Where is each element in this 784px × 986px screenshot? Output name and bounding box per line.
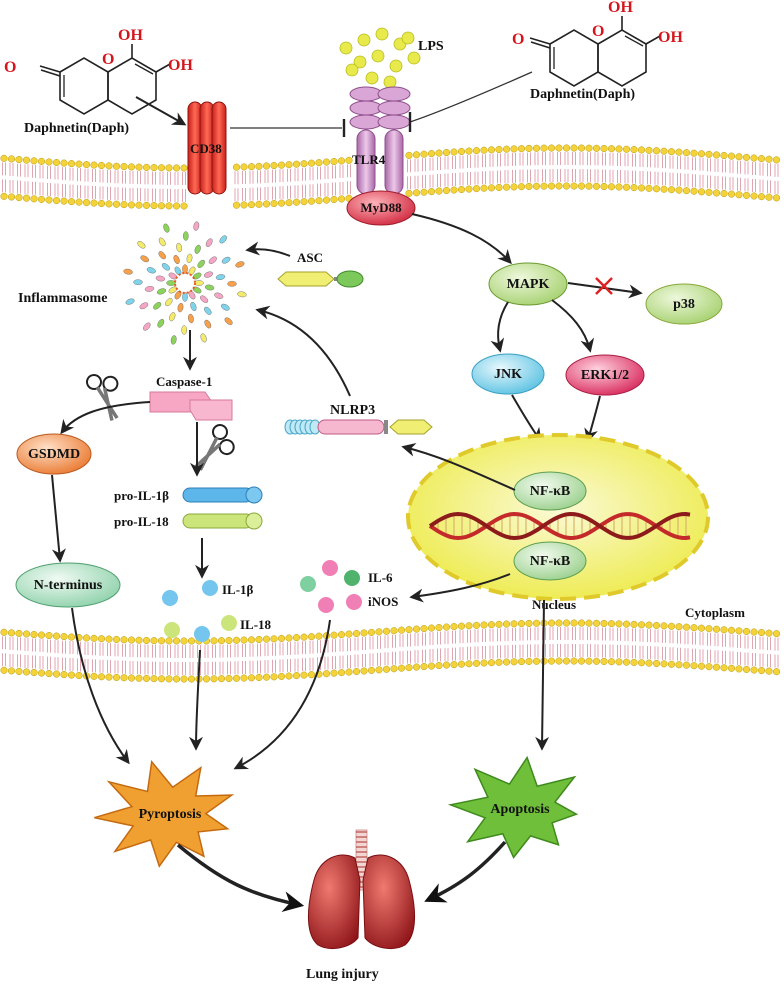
pro-il1b-head — [245, 486, 263, 504]
il18-label: IL-18 — [240, 617, 272, 632]
pro-il18-label: pro-IL-18 — [114, 514, 169, 529]
gsdmd-node — [16, 433, 92, 475]
tlr4-label: TLR4 — [352, 152, 386, 167]
myd88-node — [346, 190, 416, 226]
inhibit-x-icon — [595, 277, 613, 295]
pro-il18-head — [245, 512, 263, 530]
arrow-gsdmd-nterminus — [51, 474, 66, 563]
arrow-caspase-gsdmd — [60, 401, 151, 435]
arrow-mapk-erk — [551, 299, 595, 353]
lung-injury-label: Lung injury — [306, 967, 379, 982]
tlr4-receptor — [349, 86, 411, 195]
p38-label: p38 — [673, 297, 695, 312]
il6-label: IL-6 — [368, 570, 393, 585]
asc-label: ASC — [297, 250, 323, 265]
caspase-label: Caspase-1 — [156, 374, 212, 389]
inflammasome-label: Inflammasome — [18, 291, 107, 306]
lps-particles — [339, 27, 421, 89]
nlrp3-protein — [284, 419, 433, 435]
mapk-label: MAPK — [507, 277, 550, 292]
arrow-jnk-nucleus — [511, 394, 542, 443]
cell-membrane-bottom — [0, 619, 781, 683]
jnk-label: JNK — [494, 367, 522, 382]
nfkb-node-top — [513, 471, 587, 511]
n-terminus-label: N-terminus — [34, 578, 103, 593]
nfkb-label: NF-κB — [530, 484, 570, 499]
arrow-nucleus-apoptosis — [535, 599, 550, 751]
hydroxyl-label: OH — [118, 27, 143, 44]
mapk-node — [488, 262, 568, 306]
nlrp3-label: NLRP3 — [330, 403, 375, 418]
arrow-pyroptosis-lung — [176, 843, 305, 912]
nfkb-label: NF-κB — [530, 554, 570, 569]
cell-membrane-top — [0, 144, 781, 210]
ring-o-label: O — [102, 51, 114, 68]
dna-helix — [428, 511, 691, 541]
caspase-1-protein — [149, 391, 233, 421]
arrow-erk-nucleus — [584, 395, 601, 443]
ring-o-label: O — [592, 23, 604, 40]
asc-protein — [277, 270, 364, 288]
il6-inos-balls — [300, 560, 362, 613]
arrow-mapk-p38 — [567, 282, 643, 299]
n-terminus-node — [15, 562, 121, 608]
arrow-nfkb-nlrp3 — [401, 442, 516, 491]
lps-label: LPS — [418, 39, 444, 54]
cd38-receptor — [187, 101, 227, 195]
daphnetin-structure-right: O O OH OH Daphnetin(Daph) — [512, 0, 683, 102]
carbonyl-o-label: O — [4, 59, 16, 76]
nfkb-node-bottom — [513, 541, 587, 581]
erk-node — [565, 354, 645, 396]
il1b-label: IL-1β — [222, 582, 254, 597]
inhibition-arrows — [135, 71, 533, 137]
hydroxyl-label: OH — [658, 29, 683, 46]
arrow-il-pyroptosis — [189, 649, 204, 751]
arrow-asc-inflammasome — [245, 241, 291, 257]
pyroptosis-burst — [94, 760, 235, 868]
gsdmd-label: GSDMD — [28, 447, 80, 462]
hydroxyl-label: OH — [168, 57, 193, 74]
scissors-icon — [86, 374, 119, 421]
pro-il1b-label: pro-IL-1β — [114, 488, 169, 503]
erk-label: ERK1/2 — [581, 368, 629, 383]
cd38-label: CD38 — [190, 141, 222, 156]
arrow-apoptosis-lung — [424, 840, 507, 903]
myd88-label: MyD88 — [360, 200, 402, 215]
carbonyl-o-label: O — [512, 31, 524, 48]
arrow-mapk-jnk — [490, 301, 509, 353]
arrow-il6-pyroptosis — [233, 619, 331, 770]
arrow-nlrp3-inflammasome — [255, 305, 351, 397]
pro-il1b-bar — [182, 487, 254, 503]
inos-label: iNOS — [368, 594, 398, 609]
apoptosis-label: Apoptosis — [490, 802, 550, 817]
inflammasome-complex — [123, 221, 247, 345]
pyroptosis-label: Pyroptosis — [139, 807, 202, 822]
lung-icon — [307, 829, 416, 949]
arrow-nfkb-cytokines — [409, 573, 511, 603]
drug-name-right: Daphnetin(Daph) — [530, 87, 635, 102]
cytoplasm-label: Cytoplasm — [685, 605, 745, 620]
nucleus-label: Nucleus — [532, 597, 576, 612]
p38-node — [645, 283, 723, 325]
drug-name-left: Daphnetin(Daph) — [24, 121, 129, 136]
arrow-nterminus-pyroptosis — [71, 607, 130, 765]
jnk-node — [471, 353, 545, 395]
pro-il18-bar — [182, 513, 254, 529]
hydroxyl-label: OH — [608, 0, 633, 16]
arrow-myd88-mapk — [411, 213, 512, 265]
daphnetin-structure-left: O O OH OH Daphnetin(Daph) — [4, 27, 193, 136]
mature-cytokine-balls — [162, 580, 237, 642]
apoptosis-burst — [447, 755, 579, 859]
